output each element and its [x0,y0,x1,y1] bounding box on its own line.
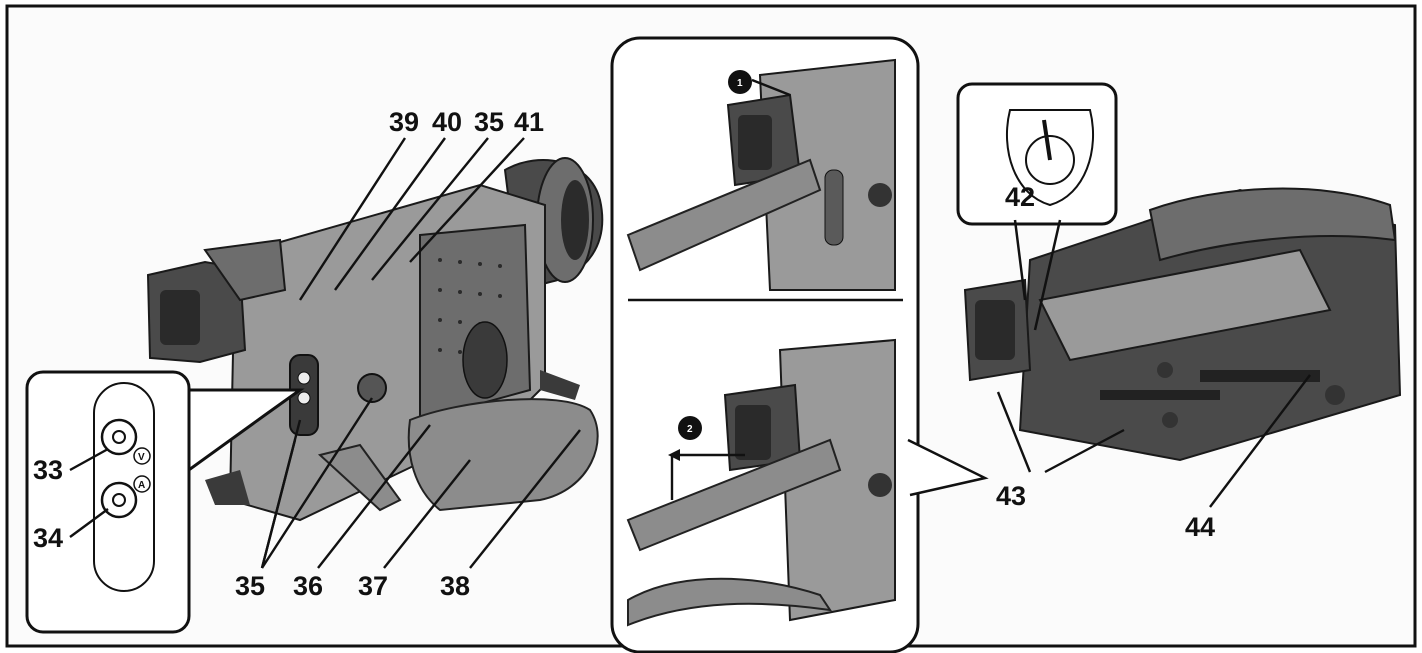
camcorder-rear-view [963,187,1402,462]
callout-35-bottom: 35 [235,571,265,601]
callout-44: 44 [1185,512,1215,542]
video-jack-mark: V [138,452,145,463]
callout-39: 39 [389,107,419,137]
audio-jack-mark: A [138,480,145,491]
camcorder-side-view [146,157,604,522]
step-2-marker [678,416,702,440]
audio-jack-center [112,493,126,507]
step-1-number: 1 [737,78,743,89]
video-jack-center [112,430,126,444]
callout-40: 40 [432,107,462,137]
callout-34: 34 [33,523,63,553]
step-1-marker [728,70,752,94]
callout-37: 37 [358,571,388,601]
strap-step-2-illustration [626,338,896,627]
strap-step-1-illustration [626,58,896,291]
callout-36: 36 [293,571,323,601]
callout-42: 42 [1005,182,1035,212]
strap-inset-pointer [907,438,989,497]
step-2-number: 2 [687,424,693,435]
callout-38: 38 [440,571,470,601]
callout-43: 43 [996,481,1026,511]
callout-35-top: 35 [474,107,504,137]
callout-33: 33 [33,455,63,485]
callout-41: 41 [514,107,544,137]
